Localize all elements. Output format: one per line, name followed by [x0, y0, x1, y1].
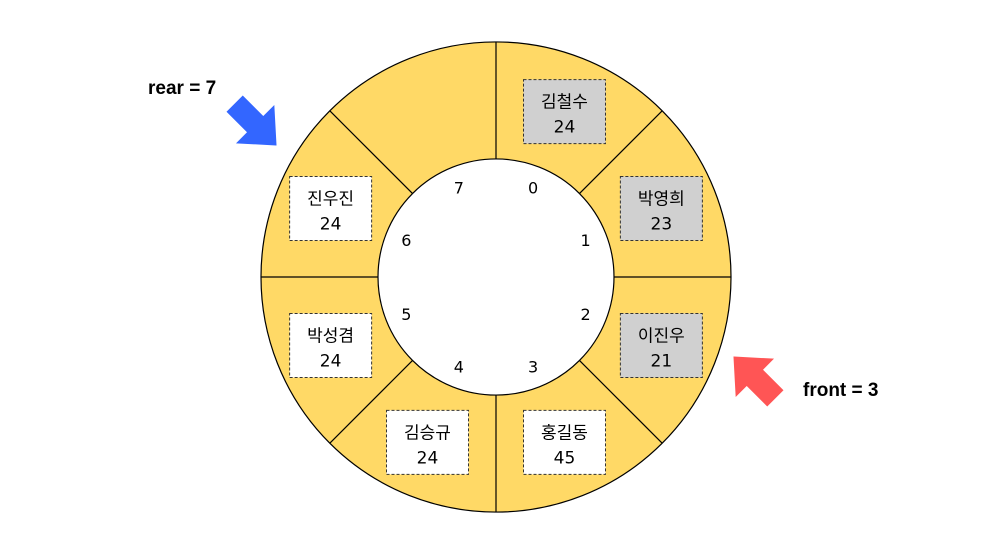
slot-value: 21	[651, 352, 673, 372]
slot-box-frame	[289, 175, 373, 241]
slot-indices: 0 1 2 3 4 5 6 7	[401, 178, 590, 376]
slot-name: 진우진	[307, 189, 354, 209]
slot-value: 45	[554, 448, 576, 468]
slot-value: 24	[320, 214, 342, 234]
front-pointer-label: front = 3	[803, 380, 879, 401]
slot-divider	[329, 360, 413, 444]
slot-divider	[579, 360, 663, 444]
rear-arrow	[226, 95, 277, 146]
rear-pointer-label: rear = 7	[148, 78, 217, 99]
slot-box: 홍길동 45	[523, 409, 607, 475]
slot-box-frame	[619, 313, 703, 379]
slot-box-frame	[289, 313, 373, 379]
queue-ring	[260, 41, 732, 513]
slot-box: 김승규 24	[385, 409, 469, 475]
slot-value: 24	[320, 352, 342, 372]
slot-box-frame	[523, 79, 607, 145]
slot-name: 홍길동	[541, 423, 588, 443]
slot-box: 이진우 21	[619, 313, 703, 379]
slot-index: 3	[528, 358, 538, 377]
slot-value: 23	[651, 214, 673, 234]
slot-name: 김철수	[541, 93, 588, 113]
slot-box-frame	[619, 175, 703, 241]
slot-index: 5	[401, 305, 411, 324]
slot-name: 박성겸	[307, 327, 354, 347]
slot-name: 박영희	[638, 189, 685, 209]
slot-box: 김철수 24	[523, 79, 607, 145]
slot-index: 2	[581, 305, 591, 324]
slot-box-frame	[523, 409, 607, 475]
slot-name: 이진우	[638, 327, 685, 347]
pointer-arrows	[226, 95, 784, 407]
slot-box-frame	[385, 409, 469, 475]
slot-box: 박성겸 24	[289, 313, 373, 379]
slot-index: 1	[581, 231, 591, 250]
slot-box: 진우진 24	[289, 175, 373, 241]
slot-index: 6	[401, 231, 411, 250]
slot-divider	[579, 110, 663, 194]
slot-index: 4	[454, 358, 464, 377]
slot-divider	[329, 110, 413, 194]
slot-box: 박영희 23	[619, 175, 703, 241]
slot-index: 0	[528, 178, 538, 197]
front-arrow	[733, 356, 784, 407]
slot-value: 24	[554, 118, 576, 138]
slot-name: 김승규	[404, 423, 451, 443]
slot-index: 7	[454, 178, 464, 197]
slot-value: 24	[417, 448, 439, 468]
